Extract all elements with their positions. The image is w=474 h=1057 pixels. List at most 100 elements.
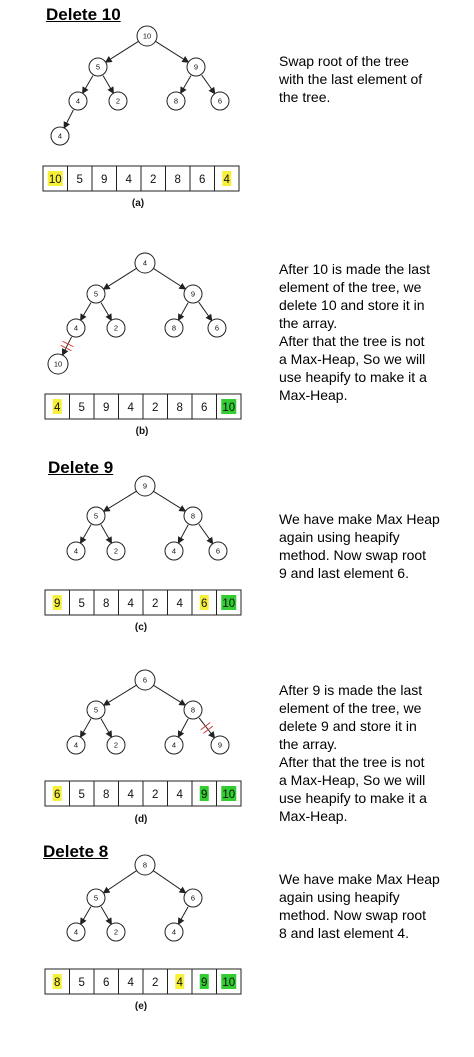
tree-node-value: 8: [191, 706, 195, 715]
array-cell-value: 10: [222, 977, 235, 989]
tree-edge: [102, 75, 114, 95]
array-cell: [44, 589, 70, 616]
array-cell: [116, 165, 142, 192]
tree-node-circle: [108, 91, 128, 111]
tree-node-value: 10: [143, 32, 151, 41]
tree-node-value: 2: [114, 324, 118, 333]
array-cell-value: 9: [101, 174, 107, 186]
tree-node: 8: [183, 700, 203, 720]
array-cell: [67, 165, 93, 192]
tree-node-value: 6: [215, 324, 219, 333]
tree-node-circle: [166, 91, 186, 111]
array-cell-value: 4: [128, 789, 135, 801]
tree-edge: [153, 684, 187, 706]
array-cell: [167, 589, 193, 616]
array-cell-value: 2: [152, 598, 158, 610]
tree-edge: [180, 75, 192, 95]
array-cell: [93, 968, 119, 995]
heading-delete-9: Delete 9: [48, 458, 114, 477]
array-cell: [165, 165, 191, 192]
tree-edge: [177, 906, 189, 926]
tree-node: 6: [183, 888, 203, 908]
description-line: delete 9 and store it in: [279, 718, 417, 734]
tree-node-value: 5: [94, 290, 98, 299]
tree-node-circle: [106, 318, 126, 338]
array-cell-value: 4: [177, 977, 184, 989]
tree-node-circle: [106, 735, 126, 755]
tree-node-value: 4: [76, 97, 80, 106]
tree-edge: [177, 524, 189, 544]
tree-edge: [100, 302, 112, 322]
detached-edge-cut-mark: [200, 722, 211, 731]
array-cell-value: 2: [150, 174, 156, 186]
description-line: use heapify to make it a: [279, 790, 427, 806]
array-cell: [142, 968, 168, 995]
tree-edge: [102, 490, 137, 512]
tree-node-circle: [207, 318, 227, 338]
tree-node-value: 4: [172, 547, 176, 556]
description-line: After that the tree is not: [279, 754, 425, 770]
tree-edge: [80, 302, 92, 322]
tree-node-circle: [134, 669, 156, 691]
array-cell-value: 8: [103, 598, 109, 610]
tree-node: 5: [86, 700, 106, 720]
tree-edge: [177, 302, 189, 322]
swap-highlight: [52, 974, 62, 989]
tree-node: 9: [210, 735, 230, 755]
tree-node-circle: [66, 922, 86, 942]
tree-node: 9: [186, 57, 206, 77]
array-cell: [118, 780, 144, 807]
heading-delete-8: Delete 8: [43, 842, 109, 861]
tree-node-value: 10: [54, 360, 62, 369]
tree-node-value: 2: [116, 97, 120, 106]
tree-node-value: 5: [94, 706, 98, 715]
array-cell: [69, 968, 95, 995]
tree-edge: [79, 718, 92, 739]
array-cell-value: 5: [79, 598, 85, 610]
step-caption: (e): [135, 1001, 147, 1012]
tree-node-value: 5: [94, 894, 98, 903]
tree-node-value: 4: [143, 259, 147, 268]
swap-highlight: [199, 595, 209, 610]
tree-node-value: 4: [74, 324, 78, 333]
description-line: the array.: [279, 736, 338, 752]
tree-node: 8: [166, 91, 186, 111]
detached-edge-cut-mark: [203, 725, 214, 734]
tree-node-value: 8: [172, 324, 176, 333]
tree-node: 6: [208, 541, 228, 561]
tree-node: 2: [108, 91, 128, 111]
tree-edge: [177, 718, 189, 738]
tree-node: 2: [106, 922, 126, 942]
tree-node-circle: [183, 700, 203, 720]
array-cell-value: 6: [103, 977, 109, 989]
array-cell-value: 8: [54, 977, 60, 989]
tree-node-value: 4: [74, 741, 78, 750]
tree-node: 2: [106, 541, 126, 561]
description-line: 8 and last element 4.: [279, 925, 409, 941]
array-cell-value: 5: [79, 977, 85, 989]
tree-node-value: 4: [58, 132, 62, 141]
tree-edge: [198, 717, 216, 739]
array-cell-value: 2: [152, 789, 158, 801]
array-cell-value: 8: [177, 402, 183, 414]
tree-edge: [201, 74, 216, 95]
tree-node-circle: [164, 922, 184, 942]
description-line: again using heapify: [279, 889, 400, 905]
array-cell: [93, 780, 119, 807]
tree-edge: [153, 268, 187, 290]
array-cell-value: 5: [79, 402, 85, 414]
sorted-highlight: [221, 595, 237, 610]
tree-node-circle: [68, 91, 88, 111]
tree-node-circle: [136, 25, 158, 47]
tree-node-value: 8: [143, 861, 147, 870]
tree-root-node: 10: [136, 25, 158, 47]
tree-node-circle: [106, 541, 126, 561]
description-line: After 9 is made the last: [279, 682, 423, 698]
array-cell-value: 10: [222, 402, 235, 414]
tree-node: 6: [210, 91, 230, 111]
